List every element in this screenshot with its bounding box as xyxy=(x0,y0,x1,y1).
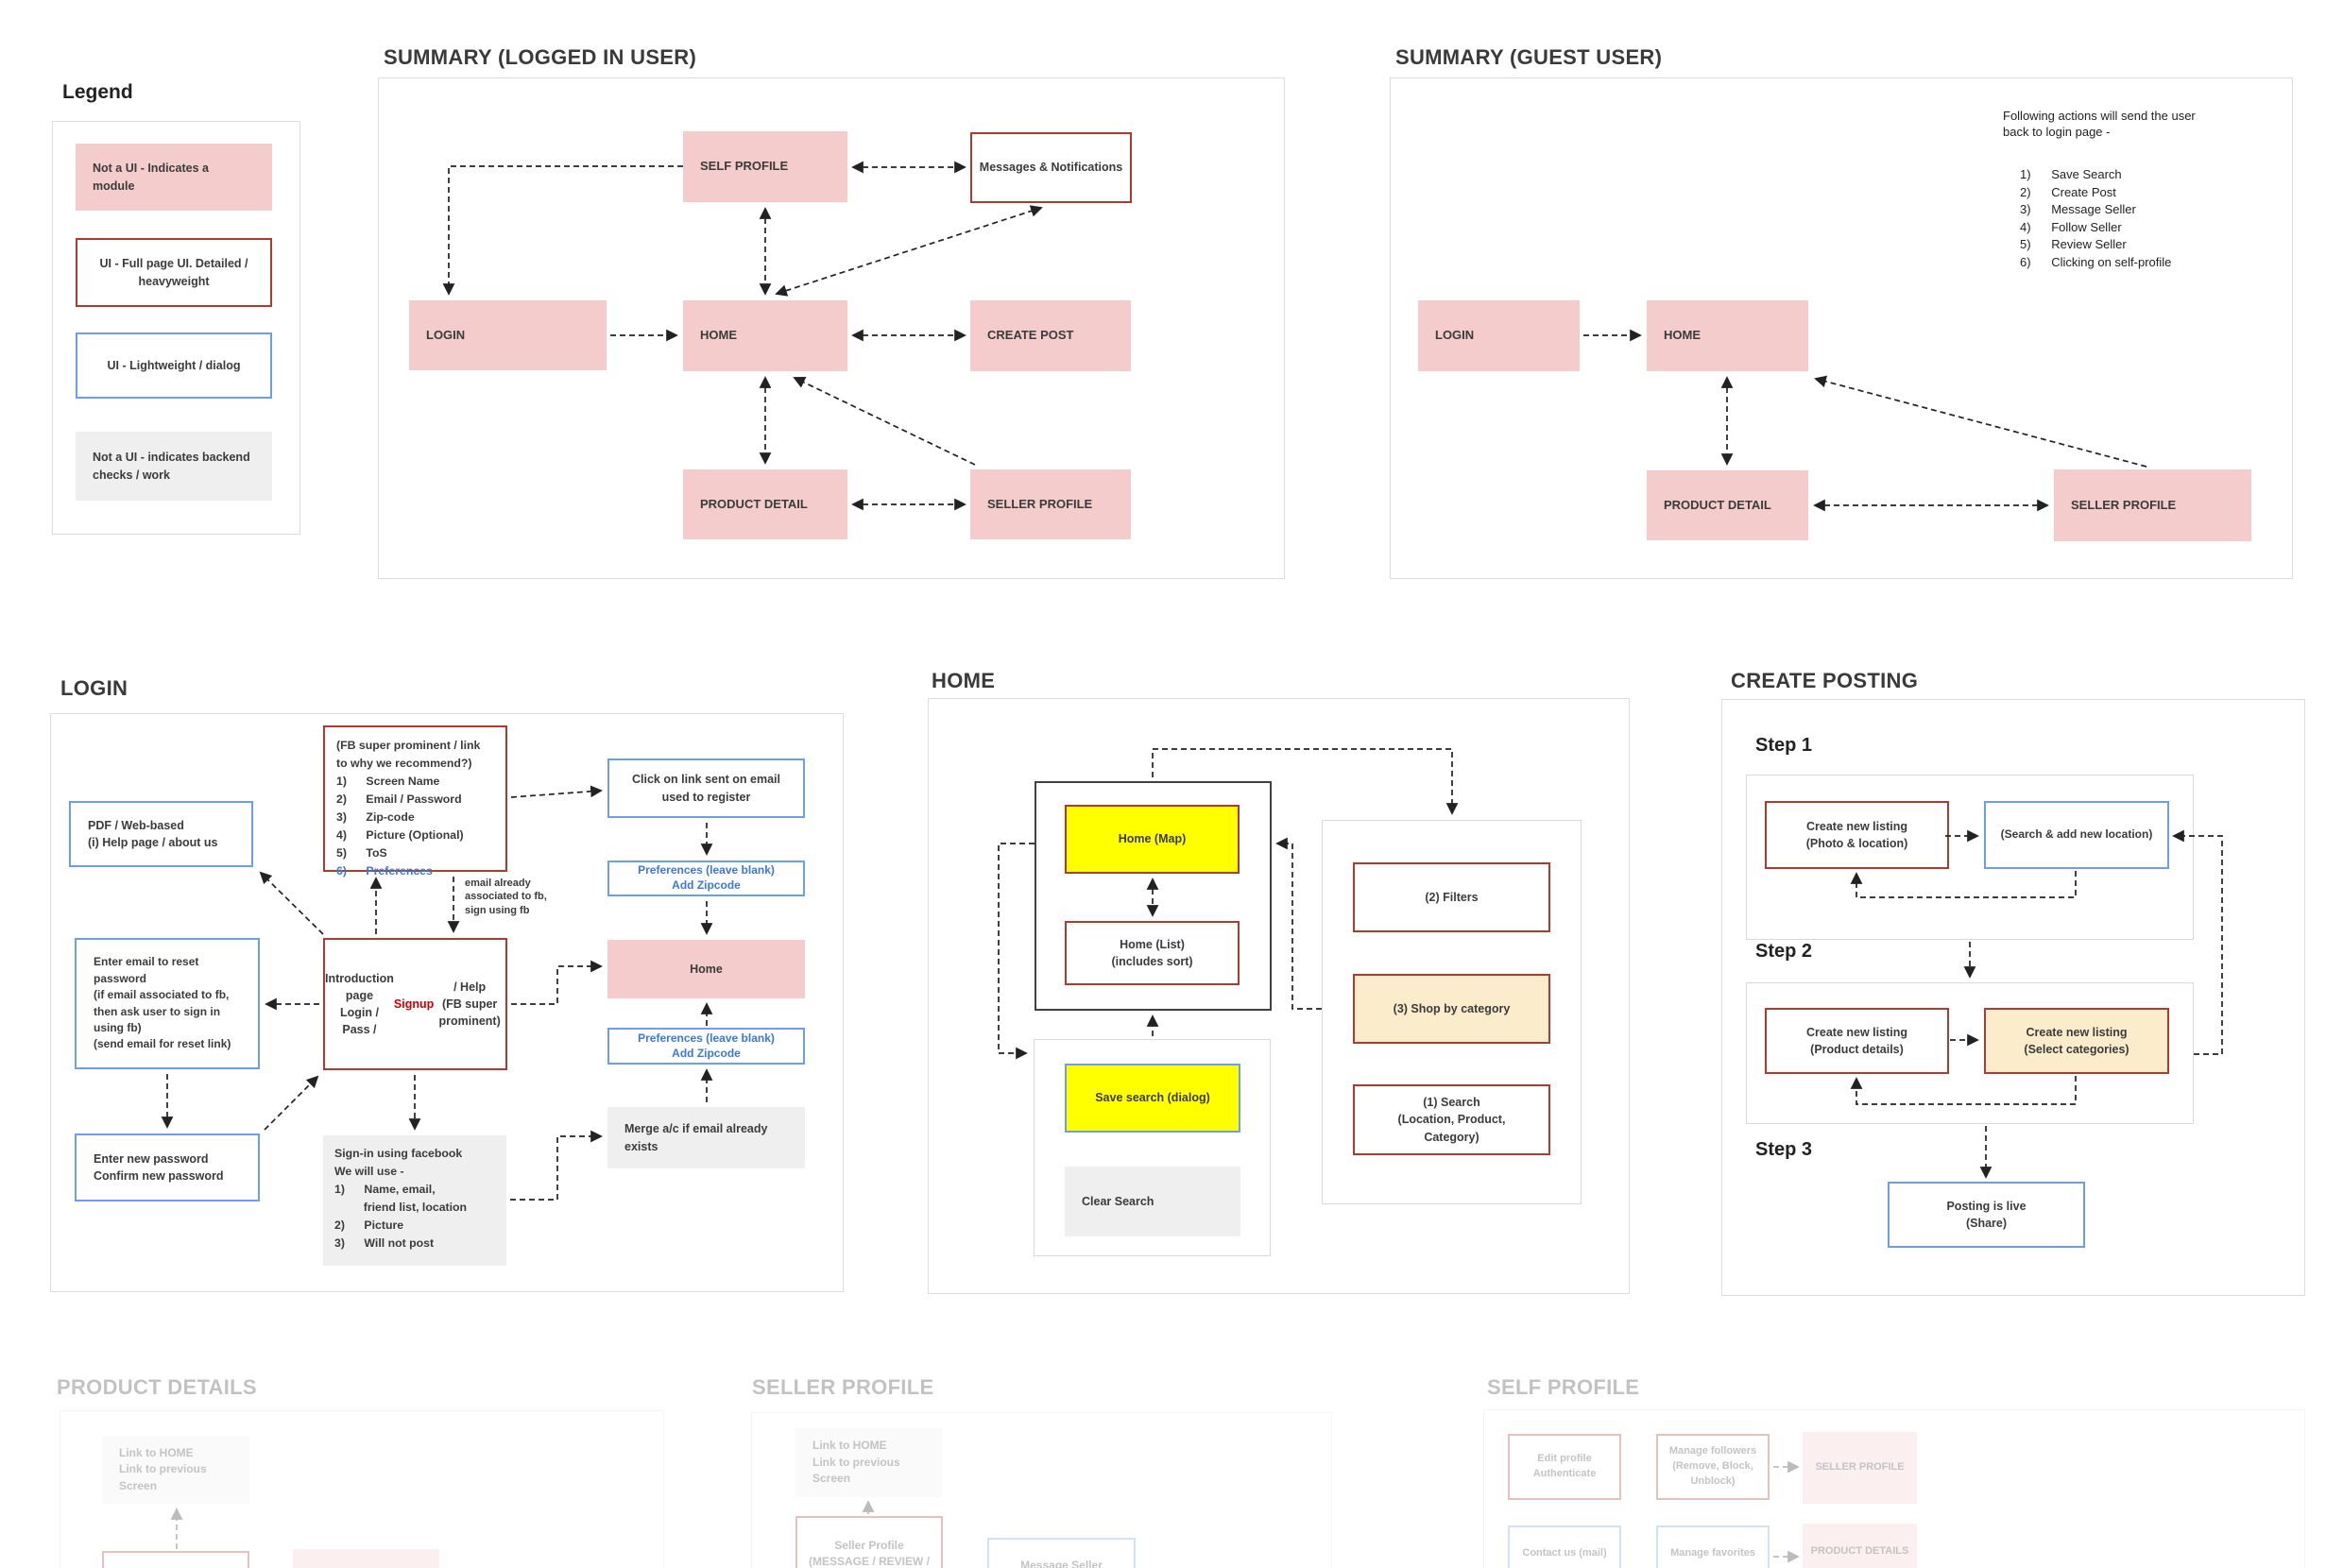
box-introduction-page: Introduction page Login / Pass / Signup … xyxy=(323,938,507,1070)
box-save-search: Save search (dialog) xyxy=(1065,1064,1240,1133)
fb-box-heading: Sign-in using facebook We will use - xyxy=(334,1147,463,1178)
box-clear-search: Clear Search xyxy=(1065,1167,1240,1236)
guest-note-item: 6) Clicking on self-profile xyxy=(2020,254,2172,269)
box-search-add-location: (Search & add new location) xyxy=(1984,801,2169,869)
node-guest-login: LOGIN xyxy=(1418,300,1580,371)
step2-label: Step 2 xyxy=(1755,941,1813,962)
box-reset-email: Enter email to reset password (if email … xyxy=(75,938,260,1069)
node-home: HOME xyxy=(683,300,847,371)
fb-box-items: 1) Name, email, friend list, location 2)… xyxy=(334,1183,468,1250)
summary-guest-title: SUMMARY (GUEST USER) xyxy=(1395,45,1663,69)
seller-profile-title: SELLER PROFILE xyxy=(752,1375,934,1399)
box-sp-seller-profile: Seller Profile (MESSAGE / REVIEW / xyxy=(795,1516,943,1568)
box-manage-favorites: Manage favorites xyxy=(1656,1525,1770,1568)
box-edit-profile: Edit profile Authenticate xyxy=(1508,1434,1621,1500)
box-facebook-signin: Sign-in using facebook We will use - 1) … xyxy=(323,1135,506,1266)
self-profile-title: SELF PROFILE xyxy=(1487,1375,1640,1399)
node-seller-profile: SELLER PROFILE xyxy=(970,469,1131,539)
node-messages-notifications: Messages & Notifications xyxy=(970,132,1132,203)
home-flow-title: HOME xyxy=(932,669,996,692)
box-self-seller-profile: SELLER PROFILE xyxy=(1803,1432,1917,1504)
guest-note-heading: Following actions will send the user bac… xyxy=(2003,109,2196,140)
discovery-container xyxy=(1322,820,1582,1204)
login-flow-title: LOGIN xyxy=(60,676,128,700)
guest-note-list: 1) Save Search 2) Create Post 3) Message… xyxy=(2020,166,2284,272)
node-guest-seller-profile: SELLER PROFILE xyxy=(2054,469,2251,541)
box-signup-details: (FB super prominent / link to why we rec… xyxy=(323,725,507,878)
box-sp-link-home: Link to HOME Link to previous Screen xyxy=(795,1428,942,1497)
node-login: LOGIN xyxy=(409,300,607,370)
create-posting-title: CREATE POSTING xyxy=(1731,669,1919,692)
legend-item-lightweight-ui: UI - Lightweight / dialog xyxy=(76,332,272,399)
legend-item-module: Not a UI - Indicates a module xyxy=(76,144,272,211)
intro-text: Introduction page Login / Pass / xyxy=(325,971,394,1037)
note-email-associated-fb: email already associated to fb, sign usi… xyxy=(465,878,547,916)
box-sp-message-seller: Message Seller xyxy=(987,1538,1136,1568)
guest-note-item: 4) Follow Seller xyxy=(2020,219,2122,234)
box-posting-live: Posting is live (Share) xyxy=(1888,1182,2085,1248)
signup-intro: (FB super prominent / link to why we rec… xyxy=(336,739,481,770)
self-profile-panel xyxy=(1483,1409,2305,1568)
node-product-detail: PRODUCT DETAIL xyxy=(683,469,847,539)
legend-title: Legend xyxy=(62,81,133,103)
box-preferences-1: Preferences (leave blank) Add Zipcode xyxy=(607,861,805,896)
box-pd-link-home: Link to HOME Link to previous Screen xyxy=(102,1436,249,1504)
box-listing-select-categories: Create new listing (Select categories) xyxy=(1984,1008,2169,1074)
intro-text: / Help (FB super prominent) xyxy=(438,980,501,1029)
box-search: (1) Search (Location, Product, Category) xyxy=(1353,1084,1550,1155)
legend-item-fullpage-ui: UI - Full page UI. Detailed / heavyweigh… xyxy=(76,238,272,307)
node-guest-product-detail: PRODUCT DETAIL xyxy=(1647,470,1808,540)
node-guest-home: HOME xyxy=(1647,300,1808,371)
guest-note-item: 1) Save Search xyxy=(2020,167,2122,181)
box-pdf-help: PDF / Web-based (i) Help page / about us xyxy=(69,801,253,867)
guest-note-item: 2) Create Post xyxy=(2020,184,2116,199)
product-details-title: PRODUCT DETAILS xyxy=(57,1375,257,1399)
box-pd-module xyxy=(293,1549,439,1568)
box-pd-detail xyxy=(102,1551,249,1568)
search-actions-container xyxy=(1034,1039,1271,1256)
node-create-post: CREATE POST xyxy=(970,300,1131,371)
guest-note-item: 3) Message Seller xyxy=(2020,202,2136,217)
box-home-list: Home (List) (includes sort) xyxy=(1065,921,1240,985)
box-home-map: Home (Map) xyxy=(1065,805,1240,874)
box-preferences-2: Preferences (leave blank) Add Zipcode xyxy=(607,1028,805,1065)
step3-label: Step 3 xyxy=(1755,1139,1813,1160)
box-merge-account: Merge a/c if email already exists xyxy=(607,1107,805,1168)
box-listing-photo-location: Create new listing (Photo & location) xyxy=(1765,801,1949,869)
legend-item-backend: Not a UI - indicates backend checks / wo… xyxy=(76,432,272,501)
box-shop-by-category: (3) Shop by category xyxy=(1353,974,1550,1044)
box-click-link: Click on link sent on email used to regi… xyxy=(607,758,805,818)
guest-note-item: 5) Review Seller xyxy=(2020,237,2127,252)
product-details-panel xyxy=(60,1410,664,1568)
signup-items: 1) Screen Name 2) Email / Password 3) Zi… xyxy=(336,775,464,860)
box-self-product-details: PRODUCT DETAILS xyxy=(1803,1524,1917,1568)
intro-signup-link: Signup xyxy=(393,997,435,1011)
step1-label: Step 1 xyxy=(1755,735,1813,756)
signup-item-preferences: 6) Preferences xyxy=(336,864,433,878)
box-home-module: Home xyxy=(607,940,805,998)
box-listing-product-details: Create new listing (Product details) xyxy=(1765,1008,1949,1074)
box-filters: (2) Filters xyxy=(1353,862,1550,932)
box-new-password: Enter new password Confirm new password xyxy=(75,1133,260,1202)
node-self-profile: SELF PROFILE xyxy=(683,131,847,202)
box-manage-followers: Manage followers (Remove, Block, Unblock… xyxy=(1656,1434,1770,1500)
box-contact-us: Contact us (mail) xyxy=(1508,1525,1621,1568)
seller-profile-panel xyxy=(751,1412,1332,1568)
summary-logged-in-title: SUMMARY (LOGGED IN USER) xyxy=(384,45,697,69)
